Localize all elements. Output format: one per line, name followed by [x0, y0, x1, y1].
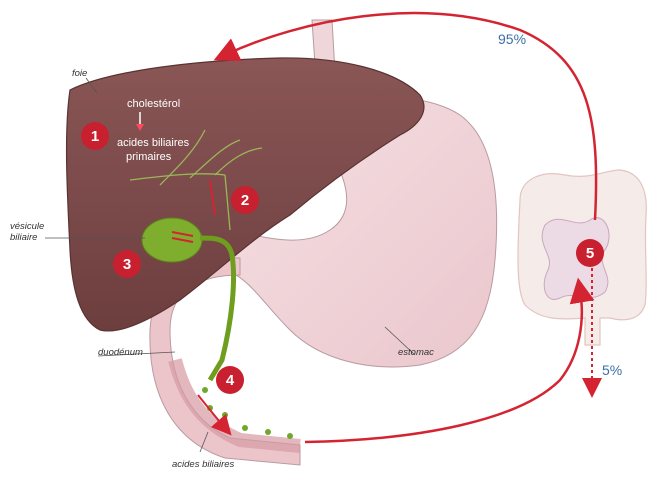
badge-5-number: 5: [586, 245, 594, 262]
badge-3: 3: [113, 250, 141, 278]
label-vesicule-line2: biliaire: [10, 232, 37, 243]
badge-2: 2: [231, 186, 259, 214]
badge-2-number: 2: [241, 192, 249, 209]
label-vesicule: vésicule biliaire: [10, 221, 47, 243]
label-95-percent: 95%: [498, 31, 526, 47]
label-cholesterol: cholestérol: [127, 98, 180, 110]
label-foie: foie: [72, 68, 87, 79]
badge-5: 5: [576, 239, 604, 267]
label-estomac: estomac: [398, 347, 434, 358]
badge-3-number: 3: [123, 256, 131, 273]
badge-4-number: 4: [226, 372, 235, 389]
badge-4: 4: [216, 366, 244, 394]
label-vesicule-line1: vésicule: [10, 221, 44, 232]
badge-1-number: 1: [91, 128, 99, 145]
badge-1: 1: [81, 122, 109, 150]
label-duodenum: duodénum: [98, 347, 143, 358]
label-acides-biliaires: acides biliaires: [172, 459, 235, 470]
gallbladder: [142, 218, 202, 262]
label-5-percent: 5%: [602, 362, 622, 378]
